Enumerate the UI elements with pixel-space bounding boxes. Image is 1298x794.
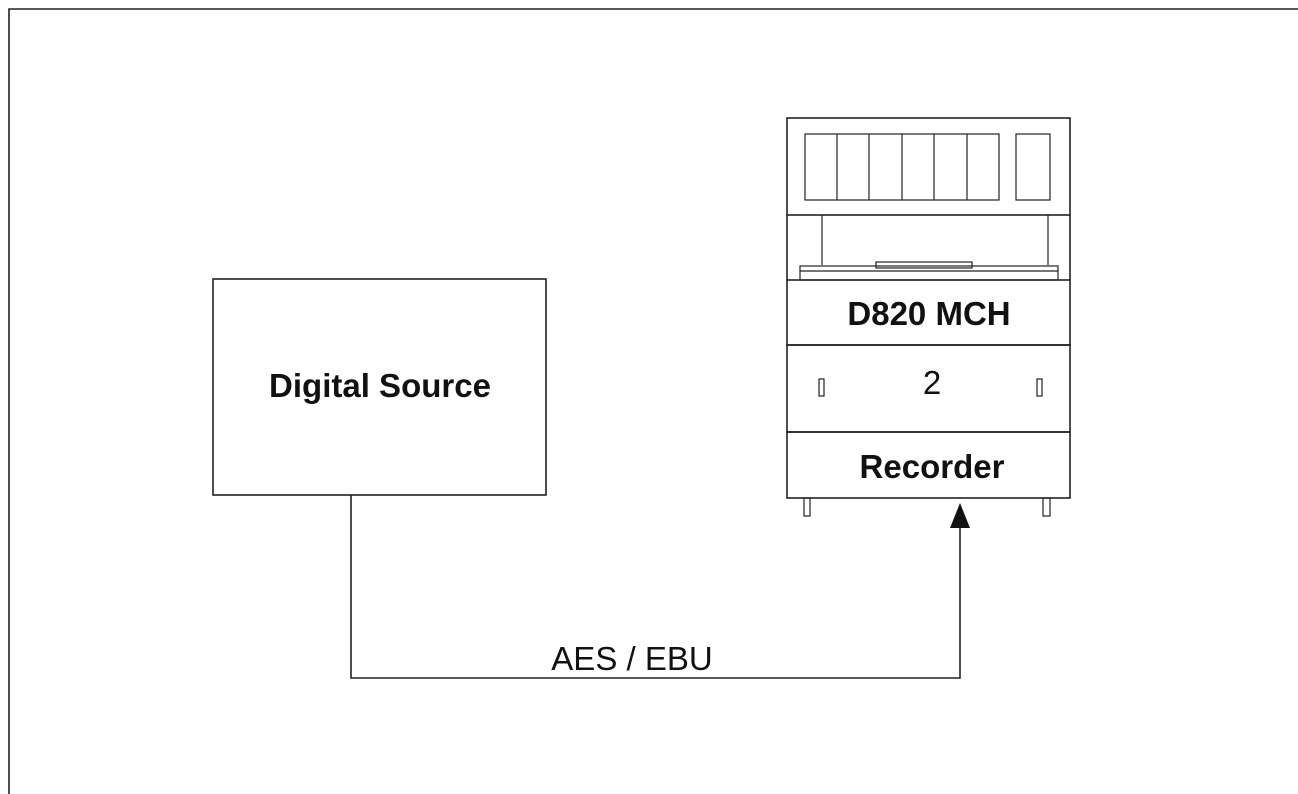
recorder-led-left [818, 378, 825, 397]
recorder-unit-number: 2 [923, 364, 941, 401]
connection-line [350, 495, 961, 679]
digital-source-block: Digital Source [212, 278, 547, 496]
recorder-type-section [786, 431, 1071, 499]
diagram-frame [8, 8, 1298, 794]
digital-source-label: Digital Source [269, 367, 491, 404]
connection-label: AES / EBU [551, 640, 712, 677]
transport-slot [875, 261, 973, 269]
recorder-display-panel [786, 117, 1071, 216]
recorder-foot-right [1042, 497, 1051, 517]
recorder-display-indicator [1015, 133, 1051, 201]
aes-ebu-connection: AES / EBU [350, 495, 970, 679]
recorder-type-label: Recorder [860, 448, 1005, 485]
digital-source-box [212, 278, 547, 496]
recorder-foot-left [803, 497, 811, 517]
recorder-device: D820 MCH 2 Recorder [786, 117, 1071, 517]
recorder-model-label: D820 MCH [847, 295, 1010, 332]
recorder-led-right [1036, 378, 1043, 397]
connection-arrowhead [950, 503, 970, 528]
